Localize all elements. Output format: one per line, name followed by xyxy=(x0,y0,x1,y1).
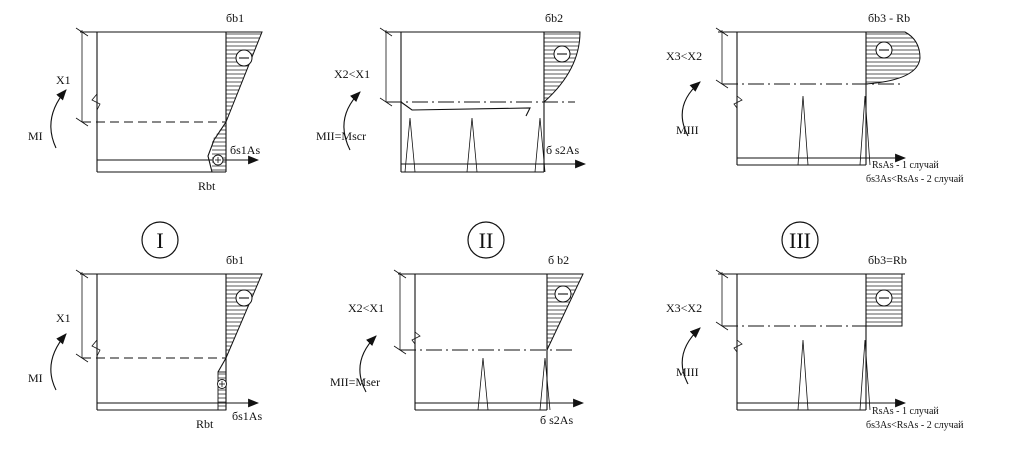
bottom-d3-case2: бs3As<RsAs - 2 случай xyxy=(866,420,964,431)
top-diagram-1 xyxy=(50,27,263,173)
bottom-d1-rbt: Rbt xyxy=(196,417,214,431)
top-d2-steel: б s2As xyxy=(546,143,579,157)
stage-label-2: II xyxy=(479,228,494,253)
top-d1-steel: бs1As xyxy=(230,143,260,157)
bottom-d3-case1: RsAs - 1 случай xyxy=(872,406,939,417)
bottom-d3-moment: MIII xyxy=(676,365,699,379)
bottom-d2-sigma: б b2 xyxy=(548,253,569,267)
top-d2-sigma: бb2 xyxy=(545,11,563,25)
top-d1-x: X1 xyxy=(56,73,71,87)
top-diagram-3 xyxy=(681,27,921,166)
top-d1-moment: MI xyxy=(28,129,43,143)
top-d3-moment: MIII xyxy=(676,123,699,137)
top-d1-sigma: бb1 xyxy=(226,11,244,25)
top-d2-moment: MII=Mscr xyxy=(316,129,366,143)
bottom-d2-x: X2<X1 xyxy=(348,301,384,315)
top-diagram-2 xyxy=(343,27,587,173)
bottom-diagram-2 xyxy=(359,269,585,411)
bottom-d2-steel: б s2As xyxy=(540,413,573,427)
top-d3-case1: RsAs - 1 случай xyxy=(872,160,939,171)
bottom-d1-moment: MI xyxy=(28,371,43,385)
top-d1-rbt: Rbt xyxy=(198,179,216,193)
bottom-d3-sigma: бb3=Rb xyxy=(868,253,907,267)
stage-labels xyxy=(141,221,819,259)
bottom-d2-moment: MII=Mser xyxy=(330,375,380,389)
bottom-d1-x: X1 xyxy=(56,311,71,325)
top-d3-sigma: бb3 - Rb xyxy=(868,11,910,25)
top-d3-x: X3<X2 xyxy=(666,49,702,63)
bottom-d1-sigma: бb1 xyxy=(226,253,244,267)
top-d3-case2: бs3As<RsAs - 2 случай xyxy=(866,174,964,185)
stage-label-3: III xyxy=(789,228,811,253)
bottom-d1-steel: бs1As xyxy=(232,409,262,423)
top-d2-x: X2<X1 xyxy=(334,67,370,81)
stage-label-1: I xyxy=(156,228,163,253)
bottom-diagram-1 xyxy=(50,269,263,411)
bottom-diagram-3 xyxy=(681,269,907,411)
bottom-d3-x: X3<X2 xyxy=(666,301,702,315)
